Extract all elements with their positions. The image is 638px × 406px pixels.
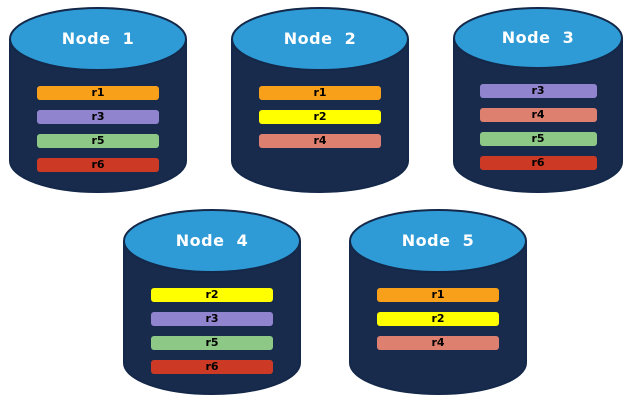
- database-node[interactable]: Node 3 r3 r4 r5 r6: [452, 6, 624, 193]
- replica-bar[interactable]: r6: [479, 156, 597, 170]
- replica-bar[interactable]: r2: [151, 288, 273, 302]
- cylinder-top-disc: [9, 7, 187, 71]
- replica-list: r1 r2 r4: [230, 86, 410, 148]
- node-label: Node 1: [61, 29, 135, 48]
- replica-bar[interactable]: r1: [37, 86, 159, 100]
- replica-bar[interactable]: r2: [377, 312, 499, 326]
- replica-bar[interactable]: r5: [479, 132, 597, 146]
- replica-bar[interactable]: r3: [37, 110, 159, 124]
- database-node[interactable]: Node 4 r2 r3 r5 r6: [122, 208, 302, 395]
- cylinder-top-disc: [231, 7, 409, 71]
- cylinder-top-disc: [453, 7, 623, 69]
- replica-bar[interactable]: r5: [151, 336, 273, 350]
- replica-list: r1 r3 r5 r6: [8, 86, 188, 172]
- node-label: Node 5: [401, 231, 475, 250]
- replica-bar[interactable]: r4: [479, 108, 597, 122]
- node-label: Node 4: [175, 231, 249, 250]
- replica-bar[interactable]: r6: [151, 360, 273, 374]
- replica-bar[interactable]: r4: [259, 134, 381, 148]
- node-label: Node 3: [501, 28, 575, 47]
- replica-list: r3 r4 r5 r6: [452, 84, 624, 170]
- database-node[interactable]: Node 1 r1 r3 r5 r6: [8, 6, 188, 193]
- replica-bar[interactable]: r6: [37, 158, 159, 172]
- replica-bar[interactable]: r3: [151, 312, 273, 326]
- node-label: Node 2: [283, 29, 357, 48]
- cylinder-top-disc: [123, 209, 301, 273]
- cylinder-top-disc: [349, 209, 527, 273]
- replica-bar[interactable]: r4: [377, 336, 499, 350]
- replica-list: r2 r3 r5 r6: [122, 288, 302, 374]
- replica-bar[interactable]: r1: [377, 288, 499, 302]
- replica-bar[interactable]: r1: [259, 86, 381, 100]
- replica-bar[interactable]: r3: [479, 84, 597, 98]
- database-node[interactable]: Node 2 r1 r2 r4: [230, 6, 410, 193]
- database-node[interactable]: Node 5 r1 r2 r4: [348, 208, 528, 395]
- replica-bar[interactable]: r5: [37, 134, 159, 148]
- replica-bar[interactable]: r2: [259, 110, 381, 124]
- replica-list: r1 r2 r4: [348, 288, 528, 350]
